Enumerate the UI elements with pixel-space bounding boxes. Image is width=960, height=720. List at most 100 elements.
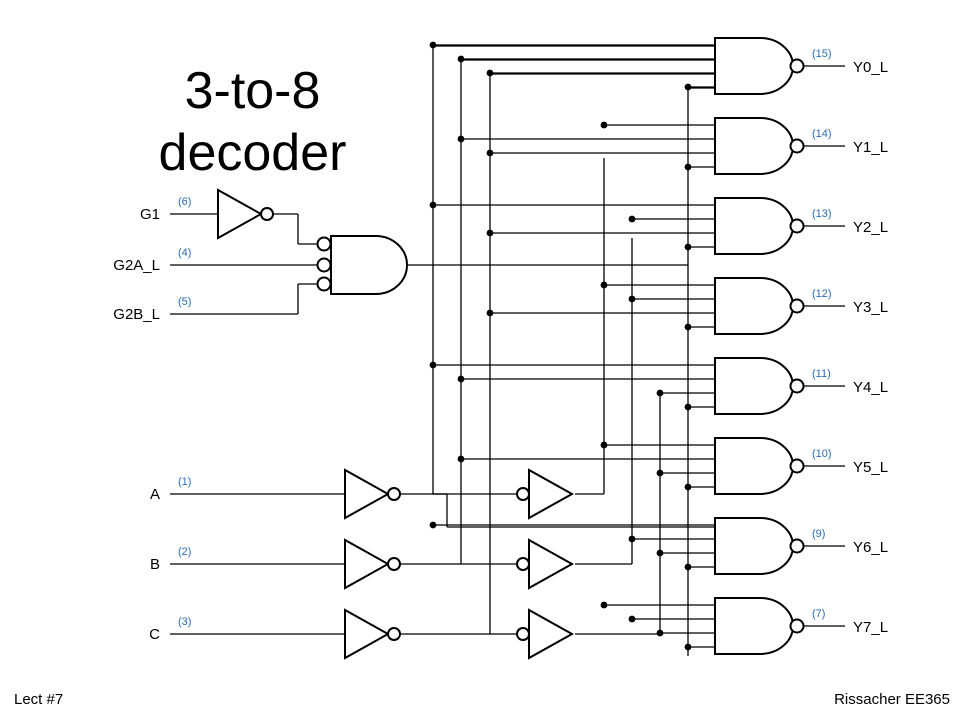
output-nand-gate — [714, 597, 794, 655]
output-nand-gate — [714, 517, 794, 575]
select-inverter-bubble — [387, 627, 401, 641]
junction-dot — [628, 295, 636, 303]
output-bubble — [789, 218, 805, 234]
junction-dot — [486, 309, 494, 317]
output-label: Y6_L — [853, 539, 888, 556]
output-label: Y5_L — [853, 459, 888, 476]
output-label: Y2_L — [853, 219, 888, 236]
output-bubble — [789, 138, 805, 154]
output-nand-gate — [714, 117, 794, 175]
junction-dot — [486, 229, 494, 237]
select-buffer — [528, 468, 575, 520]
select-buffer — [528, 538, 575, 590]
output-bubble — [789, 458, 805, 474]
select-inverter — [344, 538, 391, 590]
junction-dot — [656, 469, 664, 477]
junction-dot — [684, 323, 692, 331]
select-buffer — [528, 608, 575, 660]
input-pin: (2) — [178, 546, 191, 558]
junction-dot — [457, 135, 465, 143]
input-label: B — [150, 556, 160, 573]
output-pin: (13) — [812, 208, 832, 220]
junction-dot — [684, 563, 692, 571]
output-pin: (7) — [812, 608, 825, 620]
junction-dots — [429, 41, 692, 651]
input-pin: (4) — [178, 247, 191, 259]
junction-dot — [429, 201, 437, 209]
output-label: Y3_L — [853, 299, 888, 316]
g1-inverter-bubble — [260, 207, 274, 221]
select-inverter — [344, 608, 391, 660]
junction-dot — [600, 281, 608, 289]
input-label: G2A_L — [113, 257, 160, 274]
gates — [217, 37, 805, 660]
output-bubble — [789, 58, 805, 74]
wires — [170, 44, 845, 656]
input-pin: (6) — [178, 196, 191, 208]
input-pin: (1) — [178, 476, 191, 488]
select-inverter — [344, 468, 391, 520]
junction-dot — [429, 361, 437, 369]
input-label: G1 — [140, 206, 160, 223]
junction-dot — [429, 41, 437, 49]
junction-dot — [684, 483, 692, 491]
junction-dot — [600, 441, 608, 449]
junction-dot — [457, 455, 465, 463]
junction-dot — [684, 643, 692, 651]
input-label: C — [149, 626, 160, 643]
input-pin: (5) — [178, 296, 191, 308]
enable-input-bubble — [316, 236, 332, 252]
junction-dot — [600, 601, 608, 609]
enable-input-bubble — [316, 276, 332, 292]
title-line-1: 3-to-8 — [184, 62, 321, 120]
junction-dot — [457, 375, 465, 383]
output-pin: (12) — [812, 288, 832, 300]
junction-dot — [628, 215, 636, 223]
footer-course: Rissacher EE365 — [834, 691, 950, 708]
output-nand-gate — [714, 277, 794, 335]
output-label: Y1_L — [853, 139, 888, 156]
junction-dot — [684, 403, 692, 411]
enable-and-gate — [330, 235, 408, 295]
output-pin: (10) — [812, 448, 832, 460]
input-pin: (3) — [178, 616, 191, 628]
junction-dot — [600, 121, 608, 129]
output-bubble — [789, 618, 805, 634]
select-buffer-bubble — [516, 627, 530, 641]
input-label: G2B_L — [113, 306, 160, 323]
junction-dot — [457, 55, 465, 63]
junction-dot — [656, 389, 664, 397]
input-label: A — [150, 486, 160, 503]
output-pin: (11) — [812, 368, 831, 380]
output-nand-gate — [714, 437, 794, 495]
output-bubble — [789, 298, 805, 314]
output-nand-gate — [714, 357, 794, 415]
junction-dot — [429, 521, 437, 529]
junction-dot — [656, 549, 664, 557]
enable-input-bubble — [316, 257, 332, 273]
diagram-title: 3-to-8 decoder — [110, 60, 395, 184]
output-nand-gate — [714, 37, 794, 95]
junction-dot — [656, 629, 664, 637]
select-buffer-bubble — [516, 487, 530, 501]
output-label: Y0_L — [853, 59, 888, 76]
junction-dot — [486, 69, 494, 77]
g1-inverter — [217, 188, 264, 240]
output-bubble — [789, 378, 805, 394]
junction-dot — [684, 163, 692, 171]
footer-lecture: Lect #7 — [14, 691, 64, 708]
output-label: Y7_L — [853, 619, 888, 636]
junction-dot — [684, 243, 692, 251]
signal-labels: G1 (6) G2A_L (4) G2B_L (5) A (1) B (2) C (3) Y0_L (15… — [113, 48, 888, 643]
output-bubble — [789, 538, 805, 554]
junction-dot — [486, 149, 494, 157]
select-inverter-bubble — [387, 487, 401, 501]
title-line-2: decoder — [158, 124, 347, 182]
junction-dot — [628, 615, 636, 623]
junction-dot — [628, 535, 636, 543]
output-pin: (15) — [812, 48, 832, 60]
select-inverter-bubble — [387, 557, 401, 571]
junction-dot — [684, 83, 692, 91]
output-pin: (9) — [812, 528, 825, 540]
